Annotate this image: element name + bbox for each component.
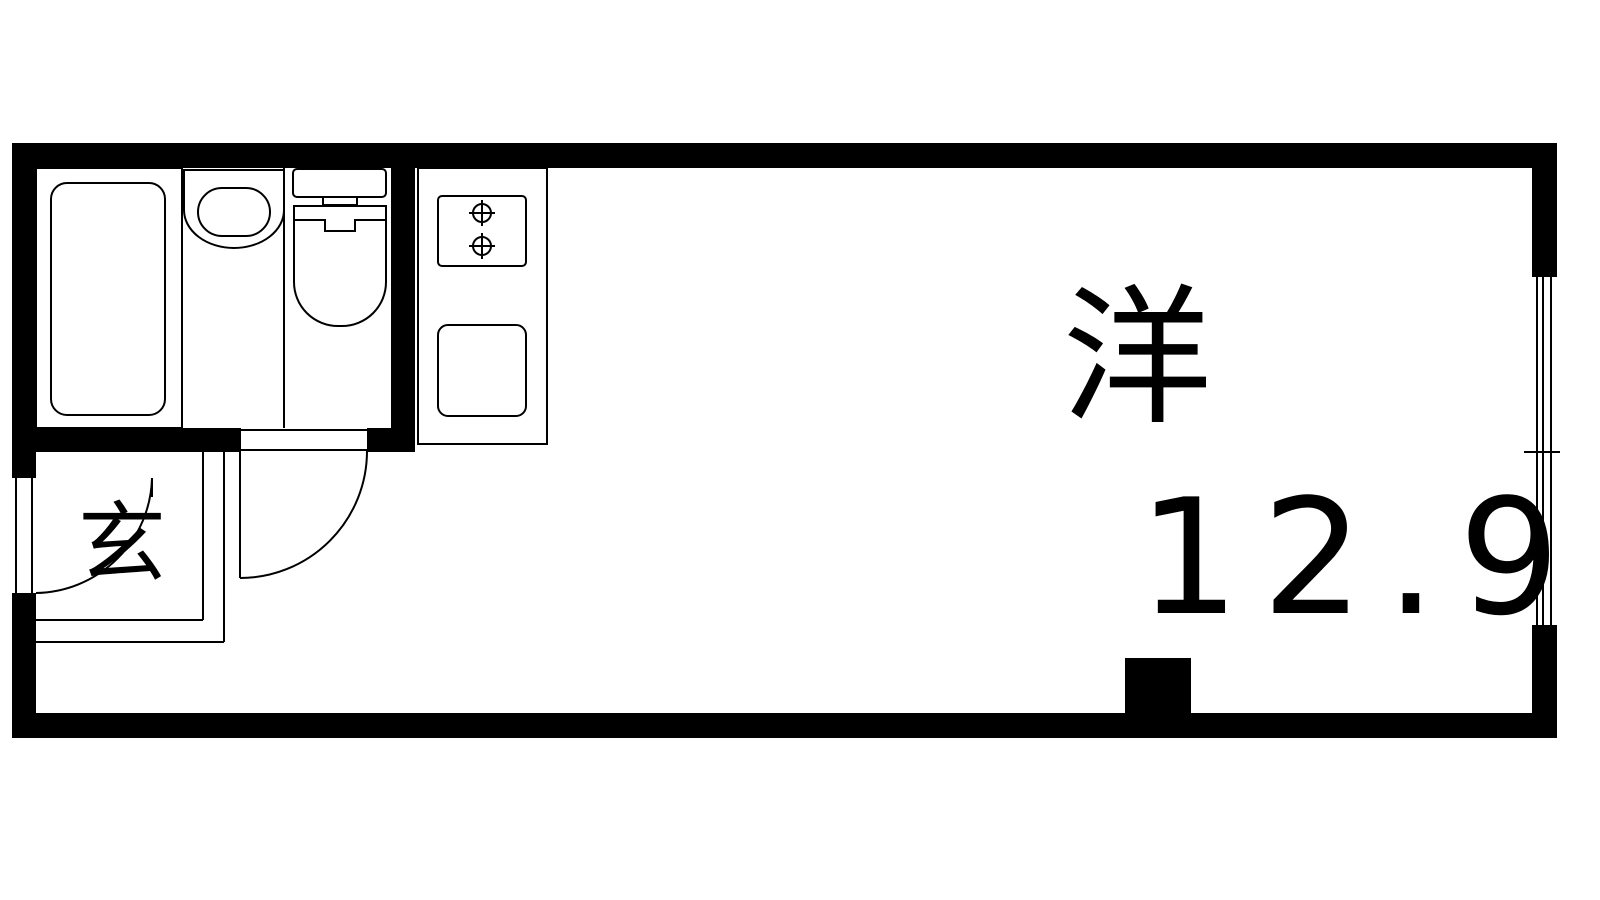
bathtub-icon bbox=[35, 167, 183, 429]
right-window bbox=[1524, 275, 1560, 627]
interior-door bbox=[239, 429, 368, 579]
sink-icon bbox=[437, 324, 527, 417]
entrance-label: 玄 bbox=[78, 492, 167, 595]
toilet-icon bbox=[292, 168, 387, 327]
wall-bath-bottom bbox=[36, 428, 241, 452]
wall-toilet-right bbox=[391, 168, 415, 452]
wall-bottom bbox=[12, 713, 1557, 738]
room-size-label: 12.9 bbox=[1138, 464, 1583, 651]
washbasin-icon bbox=[181, 168, 285, 428]
wall-right-lower bbox=[1532, 626, 1557, 738]
column bbox=[1125, 658, 1191, 714]
wall-door-jamb bbox=[367, 428, 415, 452]
wall-left-upper bbox=[12, 143, 36, 478]
outer-walls bbox=[12, 143, 1557, 738]
interior-walls bbox=[36, 168, 1191, 714]
wall-top bbox=[12, 143, 1557, 168]
kitchen-counter bbox=[417, 167, 548, 445]
wall-right-upper bbox=[1532, 143, 1557, 276]
room-type-label: 洋 bbox=[1062, 272, 1213, 446]
entrance-area bbox=[15, 452, 225, 643]
stove-icon bbox=[437, 195, 527, 267]
wall-left-lower bbox=[12, 593, 36, 738]
